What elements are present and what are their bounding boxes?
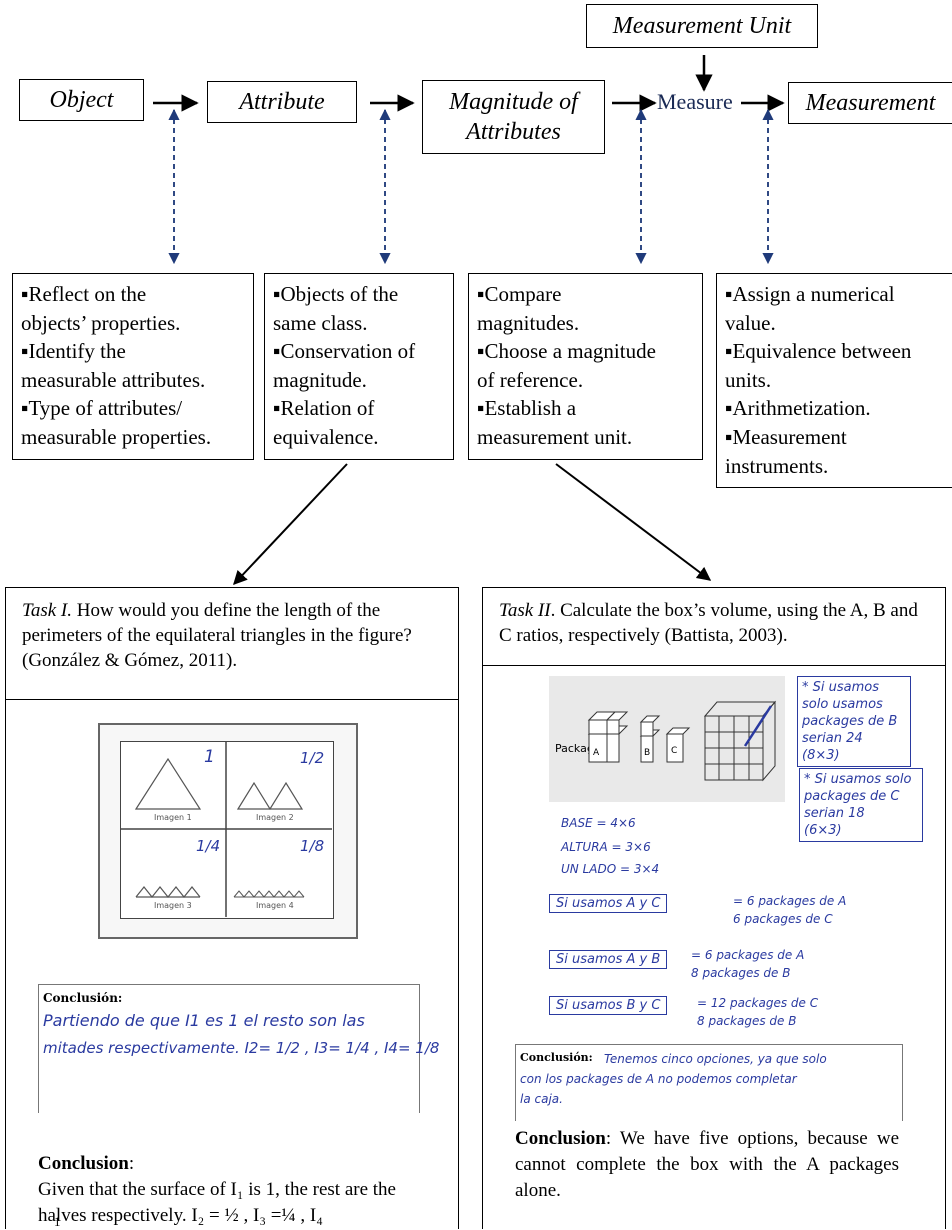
task1-panel: Task I. How would you define the length …	[5, 587, 459, 1229]
image2-caption: Imagen 2	[256, 813, 294, 822]
attribute-description: ▪Objects of the same class. ▪Conservatio…	[264, 273, 454, 460]
object-label: Object	[49, 87, 114, 113]
measurement-unit-box: Measurement Unit	[586, 4, 818, 48]
measure-label: Measure	[657, 89, 733, 114]
task2-option2: Si usamos A y B	[549, 950, 668, 969]
measurement-unit-label: Measurement Unit	[612, 13, 792, 39]
arrow-to-task1	[233, 463, 348, 586]
task1-label: Task I.	[22, 600, 72, 621]
task1-hand-line2: mitades respectivamente. I2= 1/2 , I3= 1…	[43, 1039, 440, 1057]
task2-option1: Si usamos A y C	[549, 894, 668, 913]
fraction-3: 1/4	[196, 837, 221, 855]
task2-conclusion-text: : We have five options, because we canno…	[515, 1128, 899, 1201]
task2-option3-result: = 12 packages de C 8 packages de B	[697, 996, 819, 1028]
pkg-b-label: B	[644, 748, 651, 758]
task2-handwritten-conclusion: Conclusión: Tenemos cinco opciones, ya q…	[515, 1044, 903, 1121]
task2-option2-result: = 6 packages de A 8 packages de B	[691, 948, 805, 980]
task1-conclusion: Conclusion: Given that the surface of I₁…	[38, 1125, 428, 1229]
task1-conclusion-tail: 1	[54, 1214, 61, 1229]
object-description: ▪Reflect on the objects’ properties. ▪Id…	[12, 273, 254, 460]
task1-hand-line1: Partiendo de que I1 es 1 el resto son la…	[43, 1011, 365, 1030]
task2-calc-altura: ALTURA = 3×6	[561, 840, 651, 854]
task2-heading: Task II. Calculate the box’s volume, usi…	[483, 588, 945, 666]
task2-conclusion-label: Conclusion	[515, 1128, 606, 1149]
object-box: Object	[19, 79, 144, 121]
task2-conclusion: Conclusion: We have five options, becaus…	[515, 1126, 899, 1204]
image1-caption: Imagen 1	[154, 813, 192, 822]
task1-heading: Task I. How would you define the length …	[6, 588, 458, 700]
task1-conclusion-text: : Given that the surface of I₁ is 1, the…	[38, 1153, 396, 1226]
task2-calc-lado: UN LADO = 3×4	[561, 862, 660, 876]
magnitude-box: Magnitude of Attributes	[422, 80, 605, 154]
fraction-2: 1/2	[300, 749, 325, 767]
task2-panel: Task II. Calculate the box’s volume, usi…	[482, 587, 946, 1229]
task1-conclusion-label: Conclusion	[38, 1153, 129, 1174]
magnitude-description: ▪Compare magnitudes. ▪Choose a magnitude…	[468, 273, 703, 460]
triangles-figure: Imagen 1 Imagen 2 Imagen 3 Imagen 4 1 1/…	[98, 723, 358, 939]
task2-note2: * Si usamos solo packages de C serian 18…	[799, 768, 923, 842]
task1-hand-title: Conclusión:	[43, 991, 123, 1005]
pkg-c-label: C	[671, 746, 678, 756]
task1-handwritten-conclusion: Conclusión: Partiendo de que I1 es 1 el …	[38, 984, 439, 1113]
image3-caption: Imagen 3	[154, 901, 192, 910]
task1-text: How would you define the length of the p…	[22, 600, 412, 671]
attribute-label: Attribute	[239, 89, 325, 115]
measurement-box: Measurement	[788, 82, 952, 124]
magnitude-label: Magnitude of Attributes	[449, 89, 578, 145]
task2-option3: Si usamos B y C	[549, 996, 668, 1015]
arrow-to-task2	[555, 463, 712, 581]
task2-hand-text: Tenemos cinco opciones, ya que solo con …	[520, 1052, 827, 1106]
pkg-a-label: A	[593, 748, 600, 758]
measurement-description: ▪Assign a numerical value. ▪Equivalence …	[716, 273, 952, 488]
task2-label: Task II	[499, 600, 551, 621]
flow-connectors	[153, 55, 785, 586]
measurement-label: Measurement	[805, 90, 936, 116]
attribute-box: Attribute	[207, 81, 357, 123]
task2-text: . Calculate the box’s volume, using the …	[499, 600, 918, 646]
image4-caption: Imagen 4	[256, 901, 294, 910]
fraction-4: 1/8	[300, 837, 325, 855]
task2-hand-title: Conclusión:	[520, 1051, 593, 1064]
packages-figure: Packages A	[549, 676, 785, 802]
task2-note1: * Si usamos solo usamos packages de B se…	[797, 676, 911, 767]
fraction-1: 1	[204, 747, 215, 767]
task2-option1-result: = 6 packages de A 6 packages de C	[733, 894, 847, 926]
task2-calc-base: BASE = 4×6	[561, 816, 636, 830]
